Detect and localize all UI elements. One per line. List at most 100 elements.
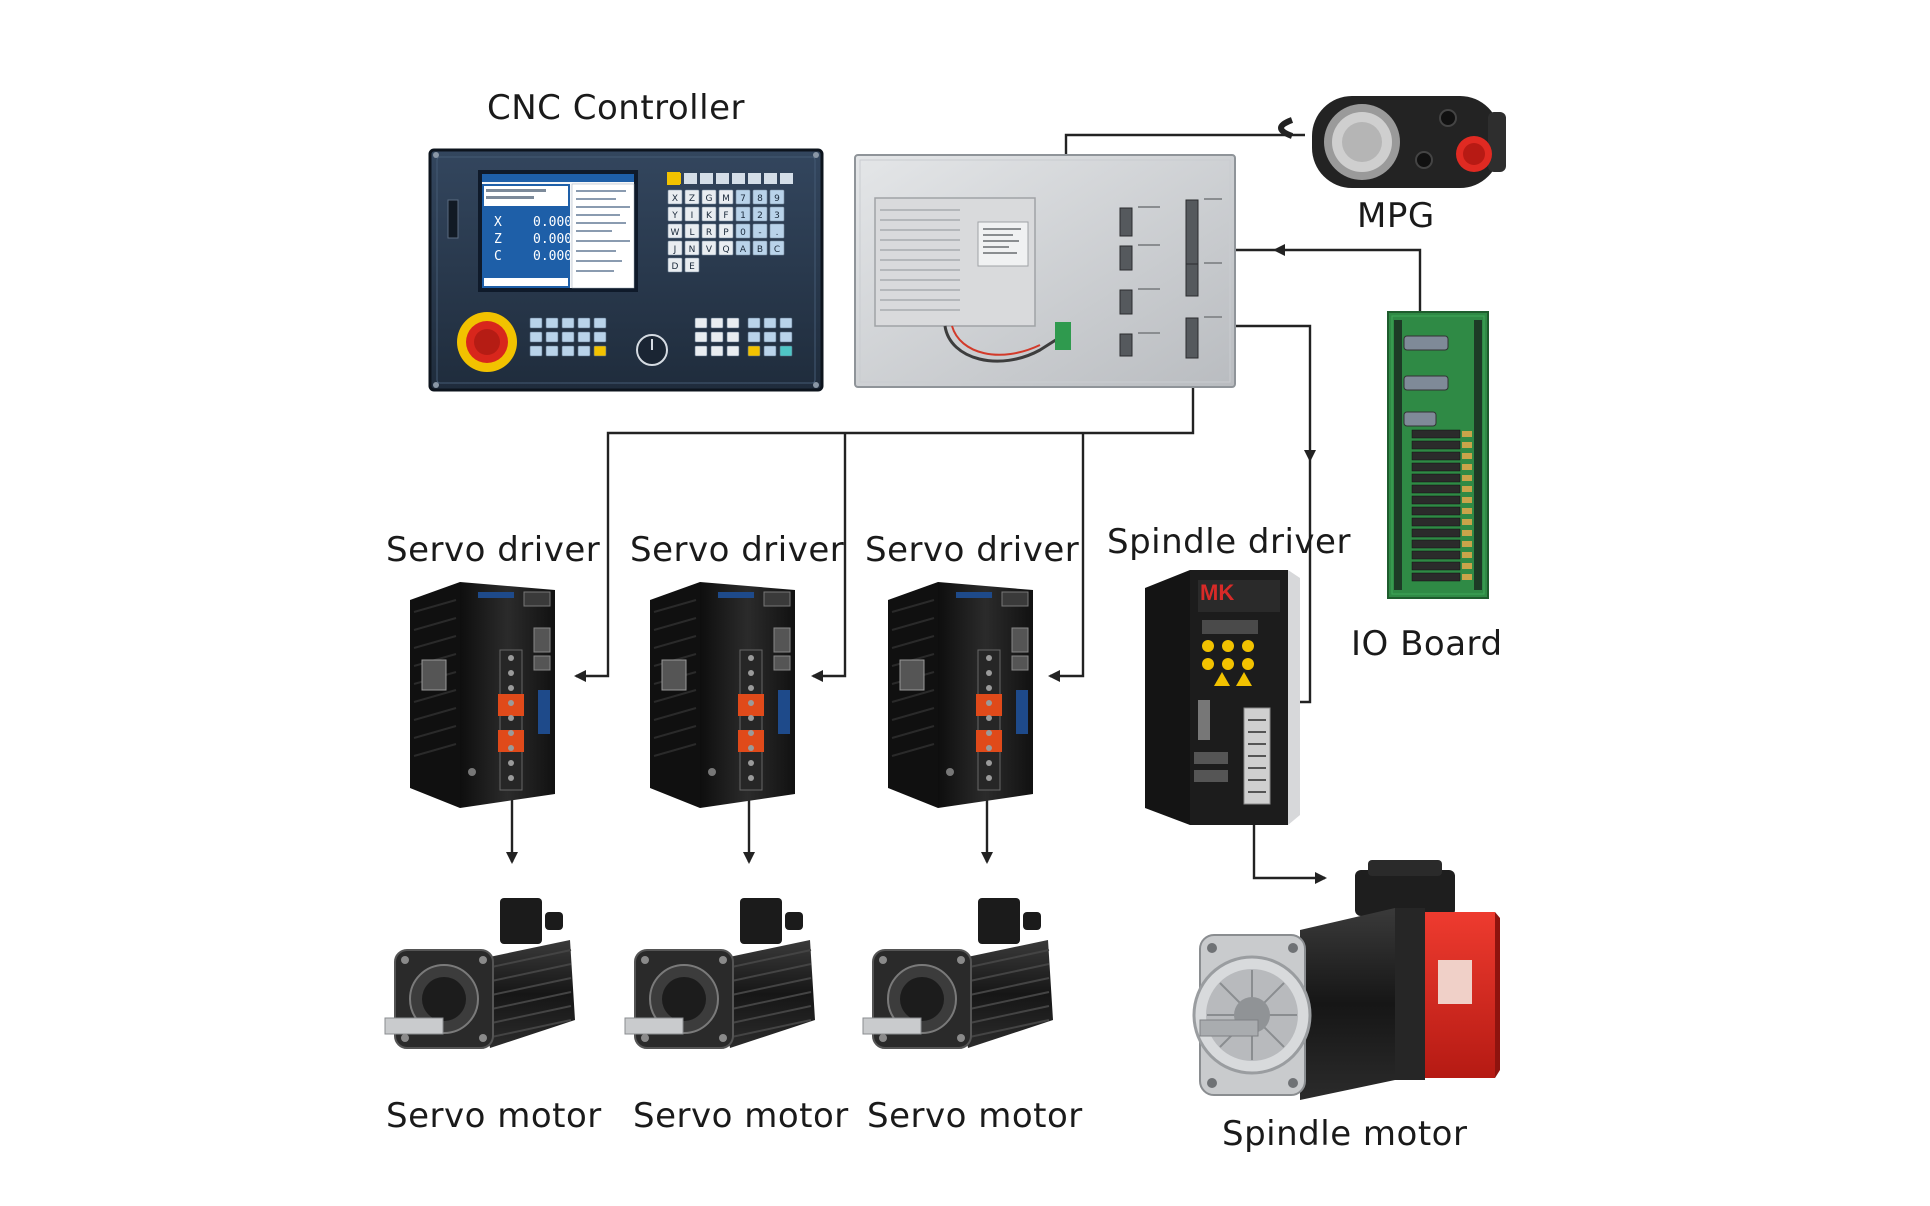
cnc-operation-keys (529, 317, 793, 357)
relay (1411, 572, 1461, 582)
keypad-key[interactable] (701, 206, 717, 222)
keypad-key-label: 2 (757, 211, 763, 221)
keypad-key[interactable] (701, 240, 717, 256)
operation-key[interactable] (561, 331, 575, 343)
mode-key[interactable] (763, 331, 777, 343)
function-key[interactable] (748, 173, 761, 184)
operation-key[interactable] (561, 317, 575, 329)
keypad-key-label: A (740, 245, 747, 255)
keypad-key[interactable] (735, 223, 751, 239)
keypad-key[interactable] (667, 189, 683, 205)
axis-c-value: 0.000 (533, 249, 572, 264)
keypad-key-label: N (689, 245, 696, 255)
keypad-key[interactable] (718, 240, 734, 256)
keypad-key[interactable] (718, 206, 734, 222)
keypad-key[interactable] (769, 223, 785, 239)
terminal (1462, 530, 1472, 536)
jog-key[interactable] (710, 345, 724, 357)
jog-key[interactable] (694, 345, 708, 357)
terminal (1462, 442, 1472, 448)
mode-key[interactable] (747, 317, 761, 329)
cnc-axis-readout: X 0.000 Z 0.000 C 0.000 (494, 215, 572, 264)
keypad-key[interactable] (667, 257, 683, 273)
operation-key[interactable] (529, 345, 543, 357)
jog-key[interactable] (694, 317, 708, 329)
keypad-key[interactable] (684, 223, 700, 239)
keypad-key[interactable] (701, 189, 717, 205)
operation-key[interactable] (561, 345, 575, 357)
mode-key[interactable] (779, 317, 793, 329)
function-key[interactable] (780, 173, 793, 184)
keypad-key[interactable] (752, 240, 768, 256)
back-panel-connectors (1119, 199, 1199, 359)
jog-key[interactable] (710, 317, 724, 329)
jog-key[interactable] (726, 317, 740, 329)
jog-key[interactable] (726, 345, 740, 357)
function-key[interactable] (732, 173, 745, 184)
function-key[interactable] (684, 173, 697, 184)
operation-key[interactable] (577, 317, 591, 329)
keypad-key[interactable] (718, 189, 734, 205)
keypad-key[interactable] (684, 240, 700, 256)
mode-key[interactable] (763, 345, 777, 357)
axis-x-value: 0.000 (533, 215, 572, 230)
operation-key[interactable] (545, 345, 559, 357)
operation-key[interactable] (593, 345, 607, 357)
wire-spindle-driver-to-motor (1252, 800, 1327, 884)
keypad-key[interactable] (684, 189, 700, 205)
keypad-key[interactable] (667, 206, 683, 222)
mode-key[interactable] (747, 331, 761, 343)
operation-key[interactable] (593, 331, 607, 343)
operation-key[interactable] (529, 331, 543, 343)
servo-driver-unit (410, 582, 555, 808)
relay (1411, 462, 1461, 472)
keypad-key-label: P (723, 228, 729, 238)
keypad-key[interactable] (684, 206, 700, 222)
keypad-key[interactable] (752, 206, 768, 222)
jog-key[interactable] (726, 331, 740, 343)
jog-key[interactable] (710, 331, 724, 343)
jog-key[interactable] (694, 331, 708, 343)
operation-key[interactable] (577, 345, 591, 357)
servo-motors (384, 898, 1053, 1049)
keypad-key[interactable] (769, 206, 785, 222)
mode-key[interactable] (779, 345, 793, 357)
operation-key[interactable] (529, 317, 543, 329)
keypad-key[interactable] (752, 189, 768, 205)
keypad-key[interactable] (752, 223, 768, 239)
keypad-key[interactable] (735, 189, 751, 205)
keypad-key-label: B (757, 245, 763, 255)
fan-icon (661, 659, 687, 691)
function-key[interactable] (700, 173, 713, 184)
keypad-key[interactable] (735, 240, 751, 256)
operation-key[interactable] (593, 317, 607, 329)
keypad-key[interactable] (735, 206, 751, 222)
relay (1411, 495, 1461, 505)
operation-key[interactable] (545, 317, 559, 329)
operation-key[interactable] (545, 331, 559, 343)
terminal (1462, 541, 1472, 547)
keypad-key-label: 7 (740, 194, 746, 204)
terminal (1462, 563, 1472, 569)
keypad-key[interactable] (769, 240, 785, 256)
mode-key[interactable] (779, 331, 793, 343)
axis-x-label: X (494, 215, 502, 230)
mode-key[interactable] (747, 345, 761, 357)
keypad-key[interactable] (701, 223, 717, 239)
keypad-key[interactable] (667, 240, 683, 256)
function-key[interactable] (716, 173, 729, 184)
keypad-key[interactable] (769, 189, 785, 205)
relay (1411, 528, 1461, 538)
keypad-key-label: 1 (740, 211, 746, 221)
function-key[interactable] (764, 173, 777, 184)
mode-key[interactable] (763, 317, 777, 329)
relay (1411, 561, 1461, 571)
keypad-key[interactable] (684, 257, 700, 273)
relay (1411, 473, 1461, 483)
keypad-key[interactable] (667, 223, 683, 239)
relay (1411, 506, 1461, 516)
keypad-key[interactable] (718, 223, 734, 239)
spindle-driver-brand: MK (1200, 580, 1234, 605)
operation-key[interactable] (577, 331, 591, 343)
